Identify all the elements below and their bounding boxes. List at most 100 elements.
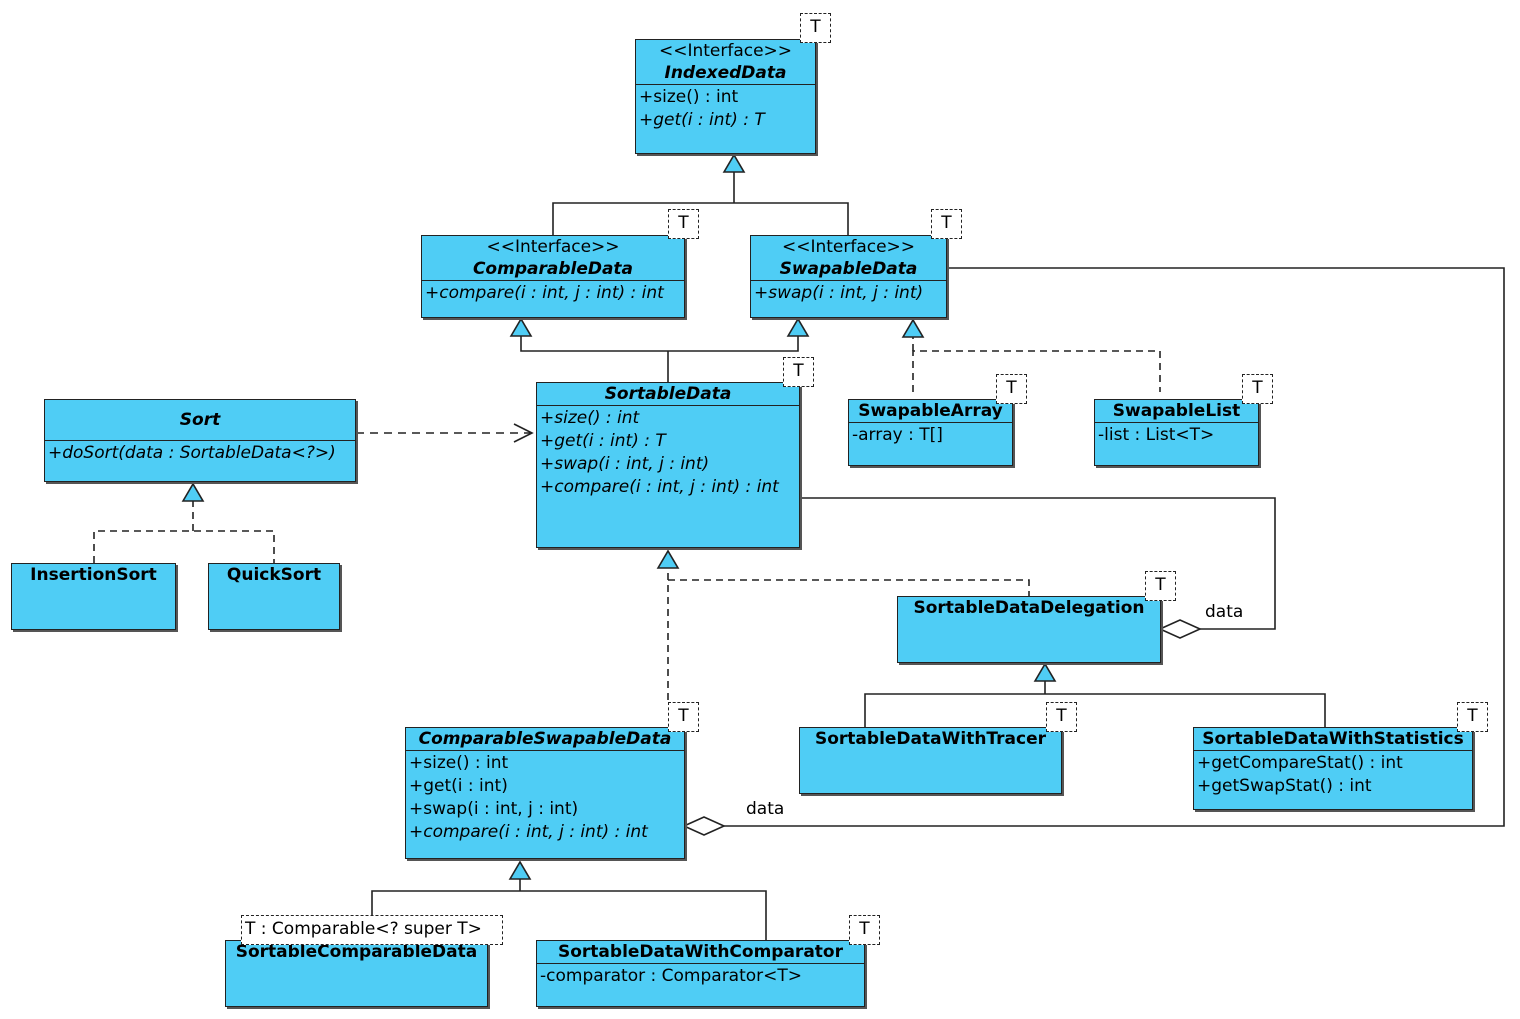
triangle-swapabledata-realization [901,318,925,338]
class-comparabledata[interactable]: <<Interface>> ComparableData +compare(i … [421,235,685,318]
class-name: Sort [179,410,221,430]
method: +getSwapStat() : int [1197,776,1372,796]
type-parameter-box: T [1242,374,1273,404]
type-parameter-box: T [1457,702,1488,732]
class-header: SortableComparableData [226,941,487,963]
method: +getCompareStat() : int [1197,753,1403,773]
attribute: -comparator : Comparator<T> [540,966,803,986]
method: +size() : int [639,87,739,107]
dependency-arrowhead [513,423,534,443]
triangle-indexeddata [722,153,746,173]
method: +compare(i : int, j : int) : int [425,283,664,303]
triangle-comparableswapable [508,860,532,880]
class-header: SortableDataWithComparator [537,941,864,964]
class-comparableswapabledata[interactable]: ComparableSwapableData +size() : int +ge… [405,727,685,859]
type-parameter-box: T [668,702,699,732]
type-parameter-box: T [1046,702,1077,732]
method: +size() : int [540,408,640,428]
class-swapabledata[interactable]: <<Interface>> SwapableData +swap(i : int… [750,235,947,318]
triangle-sort [181,482,205,502]
class-quicksort[interactable]: QuickSort [208,563,340,630]
attributes-compartment: -list : List<T> [1095,423,1258,448]
triangle-sortabledata [656,549,680,569]
class-sortabledatawithcomparator[interactable]: SortableDataWithComparator -comparator :… [536,940,865,1007]
class-header: SortableDataWithTracer [800,728,1061,750]
method: +get(i : int) [409,776,508,796]
type-parameter-box: T [800,13,831,43]
class-header: Sort [45,400,355,441]
method: +compare(i : int, j : int) : int [540,477,779,497]
method: +get(i : int) : T [639,110,765,130]
attributes-compartment: -array : T[] [849,423,1012,448]
class-insertionsort[interactable]: InsertionSort [11,563,176,630]
methods-compartment: +doSort(data : SortableData<?>) [45,441,355,466]
type-parameter-box: T [783,357,814,387]
association-label-data: data [1205,602,1244,622]
aggregation-diamond-delegation [1158,619,1202,639]
class-name: QuickSort [226,565,322,585]
method: +compare(i : int, j : int) : int [409,822,648,842]
method: +swap(i : int, j : int) [409,799,579,819]
class-sortabledatawithstatistics[interactable]: SortableDataWithStatistics +getCompareSt… [1193,727,1473,810]
class-sortabledata[interactable]: SortableData +size() : int +get(i : int)… [536,382,800,548]
methods-compartment: +size() : int +get(i : int) +swap(i : in… [406,751,684,845]
class-sortabledatadelegation[interactable]: SortableDataDelegation [897,596,1161,663]
generalization-tracer-statistics [864,693,1326,727]
type-parameter-box: T [1145,571,1176,601]
method: +size() : int [409,753,509,773]
class-header: SwapableList [1095,400,1258,423]
type-parameter-box: T : Comparable<? super T> [241,915,503,945]
class-header: SortableDataDelegation [898,597,1160,619]
class-name: SortableDataWithComparator [558,942,843,962]
triangle-swapabledata-sortable [786,317,810,337]
class-name: SortableData [604,384,732,404]
method: +get(i : int) : T [540,431,666,451]
class-header: InsertionSort [12,564,175,586]
stereotype: <<Interface>> [486,237,620,257]
attribute: -list : List<T> [1098,425,1215,445]
class-name: SwapableArray [858,401,1003,421]
class-name: IndexedData [664,63,787,83]
stereotype: <<Interface>> [781,237,916,257]
triangle-delegation [1033,662,1057,682]
class-name: SortableComparableData [235,942,478,962]
class-indexeddata[interactable]: <<Interface>> IndexedData +size() : int … [635,39,816,154]
class-swapablearray[interactable]: SwapableArray -array : T[] [848,399,1013,466]
class-name: SwapableData [779,259,918,279]
class-header: <<Interface>> SwapableData [751,236,946,281]
method: +swap(i : int, j : int) [754,283,924,303]
class-name: InsertionSort [30,565,157,585]
class-header: <<Interface>> IndexedData [636,40,815,85]
class-sort[interactable]: Sort +doSort(data : SortableData<?>) [44,399,356,482]
attribute: -array : T[] [852,425,943,445]
methods-compartment: +getCompareStat() : int +getSwapStat() :… [1194,751,1472,799]
method: +swap(i : int, j : int) [540,454,710,474]
class-name: ComparableSwapableData [418,729,672,749]
attributes-compartment: -comparator : Comparator<T> [537,964,864,989]
class-name: ComparableData [472,259,634,279]
association-label-data: data [746,799,785,819]
class-swapablelist[interactable]: SwapableList -list : List<T> [1094,399,1259,466]
type-parameter-box: T [996,374,1027,404]
class-sortabledatawithtracer[interactable]: SortableDataWithTracer [799,727,1062,794]
methods-compartment: +compare(i : int, j : int) : int [422,281,684,306]
aggregation-diamond-comparableswapable [682,816,726,836]
class-name: SortableDataDelegation [913,598,1145,618]
methods-compartment: +size() : int +get(i : int) : T +swap(i … [537,406,799,500]
type-parameter-box: T [849,915,880,945]
generalization-sortabledata-to-comparabledata [520,336,799,352]
type-parameter-box: T [931,209,962,239]
class-header: <<Interface>> ComparableData [422,236,684,281]
class-header: ComparableSwapableData [406,728,684,751]
class-name: SortableDataWithStatistics [1202,729,1464,749]
class-sortablecomparabledata[interactable]: SortableComparableData [225,940,488,1007]
stereotype: <<Interface>> [658,41,793,61]
generalization-comparabledata-to-indexeddata [552,202,849,236]
methods-compartment: +size() : int +get(i : int) : T [636,85,815,133]
class-header: SortableData [537,383,799,406]
association-delegation-data [800,497,1276,630]
realization-swapablearray-swapablelist [912,350,1161,392]
class-name: SortableDataWithTracer [815,729,1046,749]
method: +doSort(data : SortableData<?>) [48,443,336,463]
